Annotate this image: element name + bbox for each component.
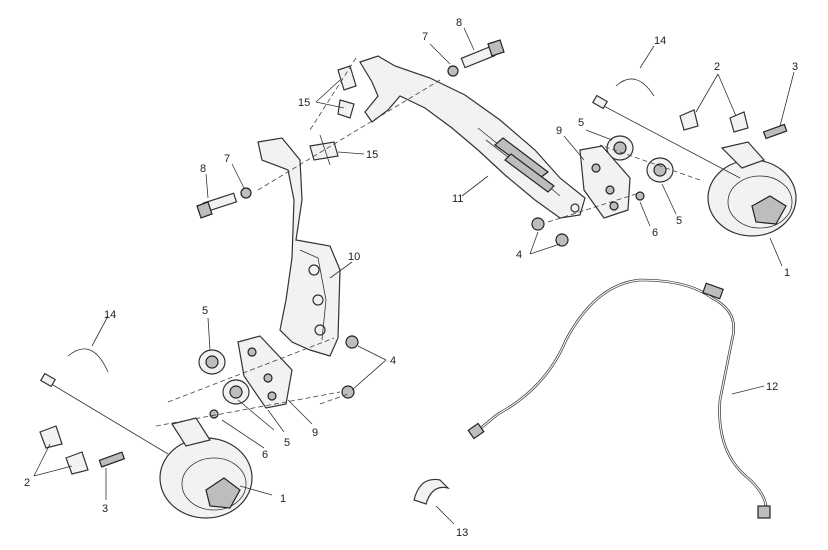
callout-6-left: 6 [262,449,268,461]
callout-1-right: 1 [784,267,790,279]
wire-harness-12 [467,278,771,519]
callout-9-left: 9 [312,427,318,439]
upper-bracket [359,55,586,219]
left-lamp-1 [159,417,253,519]
bolt-8-left [196,187,252,219]
callout-12: 12 [766,381,778,393]
callout-11: 11 [452,193,463,205]
callout-14-right: 14 [654,35,666,47]
callout-7-left: 7 [224,153,230,165]
callout-5-a: 5 [202,305,208,317]
right-wiring [531,78,788,247]
callout-8-right: 8 [456,17,462,29]
callout-6-right: 6 [652,227,658,239]
callout-1-left: 1 [280,493,286,505]
callout-5-c: 5 [578,117,584,129]
callout-14-left: 14 [104,309,116,321]
leader-lines [33,27,795,525]
clips-15 [309,65,357,166]
callout-4-right: 4 [516,249,522,261]
alignment-lines [155,57,701,427]
callout-5-b: 5 [284,437,290,449]
left-wiring [39,335,359,475]
callout-15-upper: 15 [298,97,310,109]
callout-15-lower: 15 [366,149,378,161]
clamp-13 [413,478,450,505]
callout-7-right: 7 [422,31,428,43]
callout-3-right: 3 [792,61,798,73]
right-lamp-1 [707,141,797,237]
bolt-8-upper [447,39,505,77]
left-plate-9 [237,335,293,409]
callout-labels: 1 1 2 2 3 3 4 4 5 5 5 5 6 6 7 7 8 8 9 9 … [24,17,798,539]
callout-2-left: 2 [24,477,30,489]
left-grommets-5 [198,349,250,405]
callout-3-left: 3 [102,503,108,515]
right-grommets-5 [606,135,674,183]
left-bracket [257,137,341,357]
callout-10: 10 [348,251,360,263]
callout-9-right: 9 [556,125,562,137]
callout-2-right: 2 [714,61,720,73]
callout-13: 13 [456,527,468,539]
callout-8-left: 8 [200,163,206,175]
callout-5-d: 5 [676,215,682,227]
callout-4-left: 4 [390,355,396,367]
